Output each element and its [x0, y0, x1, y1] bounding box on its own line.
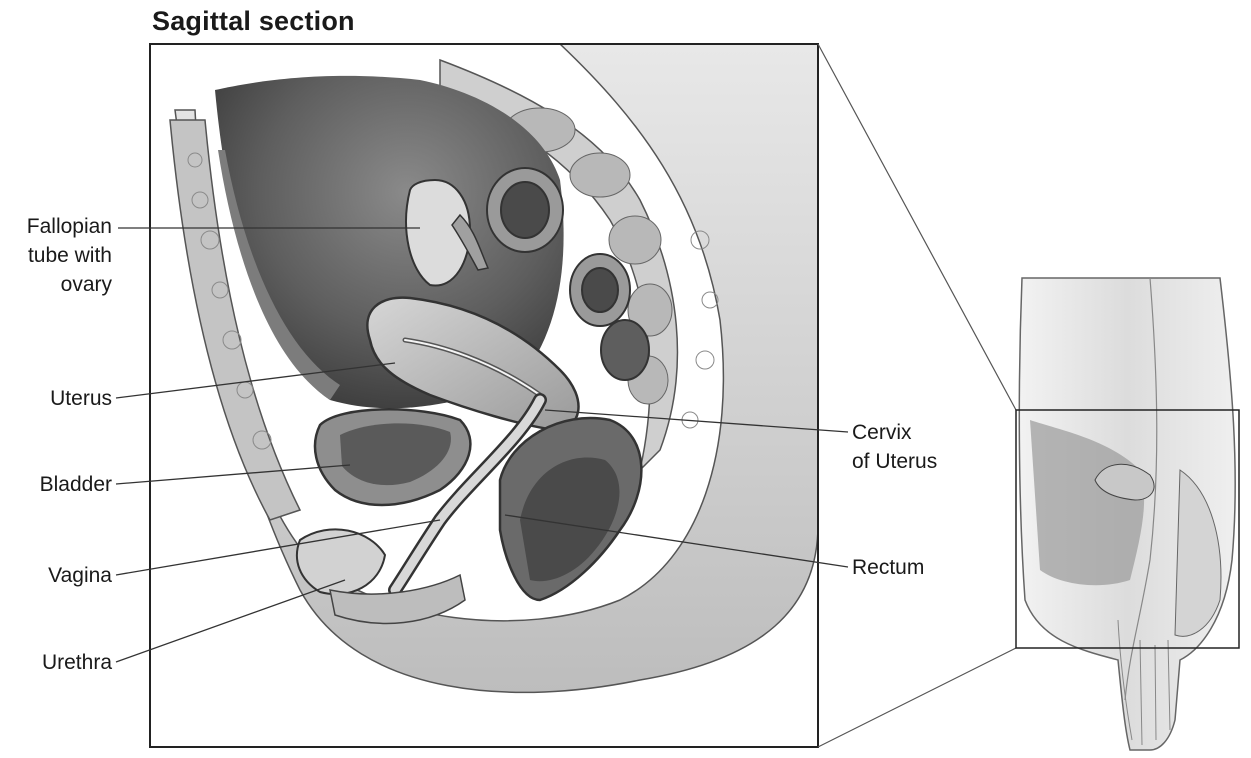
label-fallopian-line3: ovary: [8, 270, 112, 299]
zoom-line-top: [818, 44, 1016, 410]
body-inset: [1016, 278, 1239, 750]
label-fallopian-tube: Fallopian tube with ovary: [8, 212, 112, 299]
label-cervix-line1: Cervix: [852, 418, 937, 447]
label-cervix: Cervix of Uterus: [852, 418, 937, 476]
label-fallopian-line2: tube with: [8, 241, 112, 270]
label-vagina: Vagina: [8, 561, 112, 590]
diagram-title: Sagittal section: [152, 6, 355, 37]
label-rectum: Rectum: [852, 553, 924, 582]
label-fallopian-line1: Fallopian: [8, 212, 112, 241]
label-cervix-line2: of Uterus: [852, 447, 937, 476]
label-uterus: Uterus: [8, 384, 112, 413]
zoom-line-bottom: [818, 648, 1016, 747]
sagittal-illustration: [150, 44, 818, 747]
label-urethra: Urethra: [8, 648, 112, 677]
label-bladder: Bladder: [8, 470, 112, 499]
